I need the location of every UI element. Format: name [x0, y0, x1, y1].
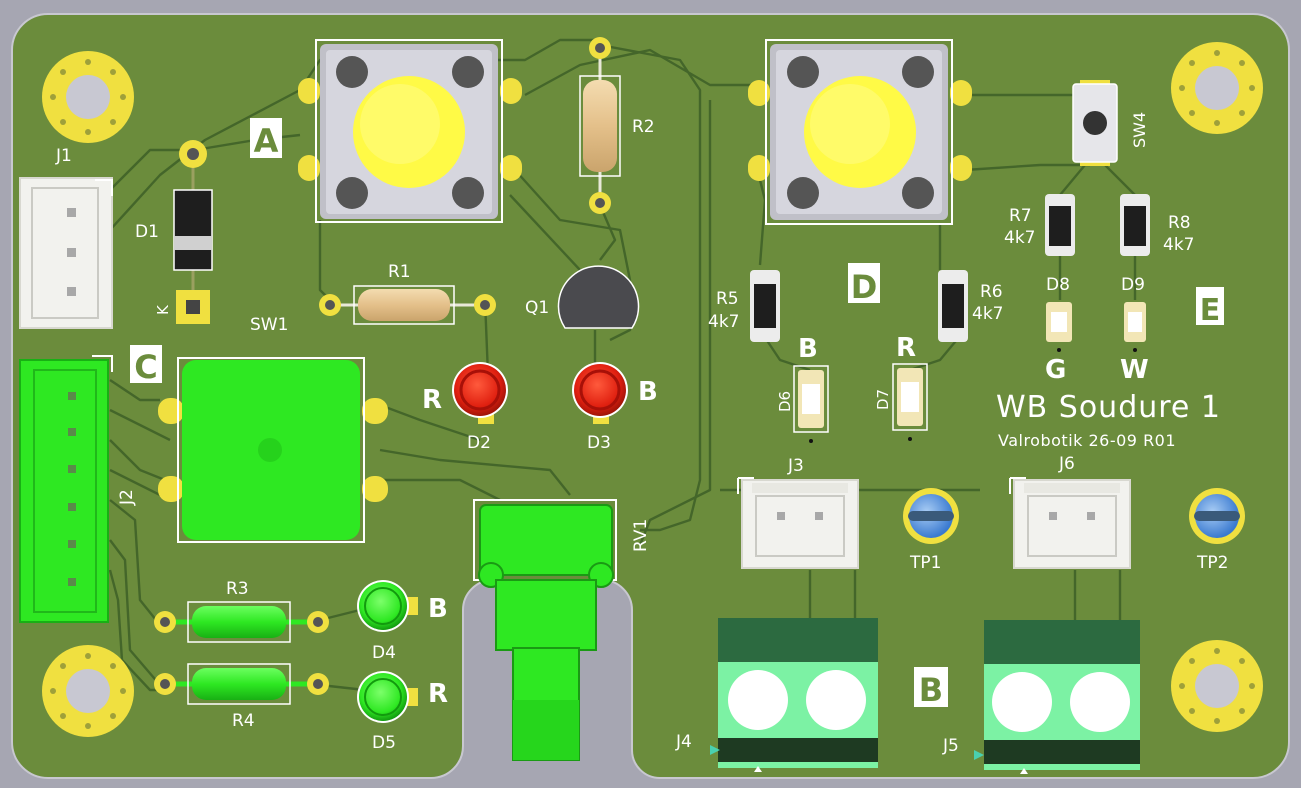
testpoint-tp2 — [1189, 488, 1245, 544]
ref-j3: J3 — [787, 456, 804, 476]
ref-rv1: RV1 — [631, 519, 651, 552]
value-r8: 4k7 — [1163, 235, 1194, 255]
connector-j6 — [1009, 477, 1131, 569]
ref-d1: D1 — [135, 222, 159, 242]
zone-d: D — [851, 268, 878, 306]
led-d4-mark: B — [428, 594, 448, 624]
connector-j1 — [19, 177, 113, 329]
ref-d9: D9 — [1121, 275, 1145, 295]
ref-j1: J1 — [55, 146, 72, 166]
zone-a-badge — [250, 118, 282, 158]
diode-d1 — [173, 140, 213, 324]
ref-r5: R5 — [716, 289, 739, 309]
connector-j3 — [737, 477, 859, 569]
ref-d1-cathode: K — [154, 304, 172, 315]
pushbutton-right — [748, 39, 972, 225]
zone-c-badge — [130, 345, 162, 383]
mounting-hole — [1171, 42, 1263, 134]
zone-e: E — [1200, 293, 1221, 328]
mounting-hole — [42, 51, 134, 143]
mounting-hole — [1171, 640, 1263, 732]
resistor-r2 — [579, 37, 621, 214]
led-d9 — [1124, 302, 1146, 352]
potentiometer-rv1 — [473, 499, 617, 761]
value-r7: 4k7 — [1004, 228, 1035, 248]
ref-tp2: TP2 — [1196, 553, 1228, 573]
board-title: WB Soudure 1 — [996, 390, 1221, 425]
ref-r2: R2 — [632, 117, 655, 137]
resistor-r3 — [154, 601, 329, 643]
value-r6: 4k7 — [972, 304, 1003, 324]
resistor-r7 — [1045, 194, 1075, 256]
terminal-block-j5 — [974, 620, 1140, 774]
connector-j2 — [19, 355, 113, 623]
transistor-q1 — [557, 265, 640, 329]
ref-r4: R4 — [232, 711, 255, 731]
zone-b-badge — [914, 667, 948, 707]
ref-tp1: TP1 — [909, 553, 941, 573]
switch-sw4 — [1072, 80, 1118, 166]
ref-r8: R8 — [1168, 213, 1191, 233]
ref-j2: J2 — [117, 489, 137, 506]
terminal-block-j4 — [710, 618, 878, 772]
resistor-r1 — [319, 285, 496, 325]
ref-q1: Q1 — [525, 298, 549, 318]
resistor-r4 — [154, 663, 329, 705]
mounting-hole — [42, 645, 134, 737]
led-d5 — [357, 671, 418, 723]
led-d3-mark: B — [638, 377, 658, 407]
pushbutton-sw1-top — [298, 39, 522, 223]
led-d7-mark: R — [896, 333, 916, 363]
led-d5-mark: R — [428, 679, 448, 709]
led-d2-mark: R — [422, 385, 442, 415]
led-d2 — [452, 362, 508, 424]
ref-sw1: SW1 — [250, 315, 288, 335]
led-d3 — [572, 362, 628, 424]
ref-d7: D7 — [874, 389, 892, 410]
zone-c: C — [134, 348, 157, 386]
led-d6-mark: B — [798, 334, 818, 364]
led-d8-mark: G — [1045, 355, 1066, 385]
led-d6 — [793, 365, 829, 443]
ref-j4: J4 — [675, 732, 692, 752]
ref-d3: D3 — [587, 433, 611, 453]
resistor-r6 — [938, 270, 968, 342]
resistor-r5 — [750, 270, 780, 342]
ref-d5: D5 — [372, 733, 396, 753]
pushbutton-sw1-bottom — [158, 357, 388, 543]
zone-e-badge — [1196, 287, 1224, 325]
ref-d6: D6 — [776, 391, 794, 412]
resistor-r8 — [1120, 194, 1150, 256]
testpoint-tp1 — [903, 488, 959, 544]
ref-d4: D4 — [372, 643, 396, 663]
led-d9-mark: W — [1120, 355, 1149, 385]
led-d7 — [892, 363, 928, 441]
led-d4 — [357, 580, 418, 632]
ref-j5: J5 — [942, 736, 959, 756]
ref-d8: D8 — [1046, 275, 1070, 295]
ref-j6: J6 — [1058, 454, 1075, 474]
zone-b: B — [919, 671, 943, 709]
value-r5: 4k7 — [708, 312, 739, 332]
led-d8 — [1046, 302, 1072, 352]
zone-d-badge — [848, 263, 880, 303]
board-subtitle: Valrobotik 26-09 R01 — [998, 431, 1176, 450]
ref-r3: R3 — [226, 579, 249, 599]
ref-r7: R7 — [1009, 206, 1032, 226]
ref-r6: R6 — [980, 282, 1003, 302]
ref-r1: R1 — [388, 262, 411, 282]
ref-d2: D2 — [467, 433, 491, 453]
ref-sw4: SW4 — [1130, 112, 1149, 148]
zone-a: A — [254, 122, 279, 160]
